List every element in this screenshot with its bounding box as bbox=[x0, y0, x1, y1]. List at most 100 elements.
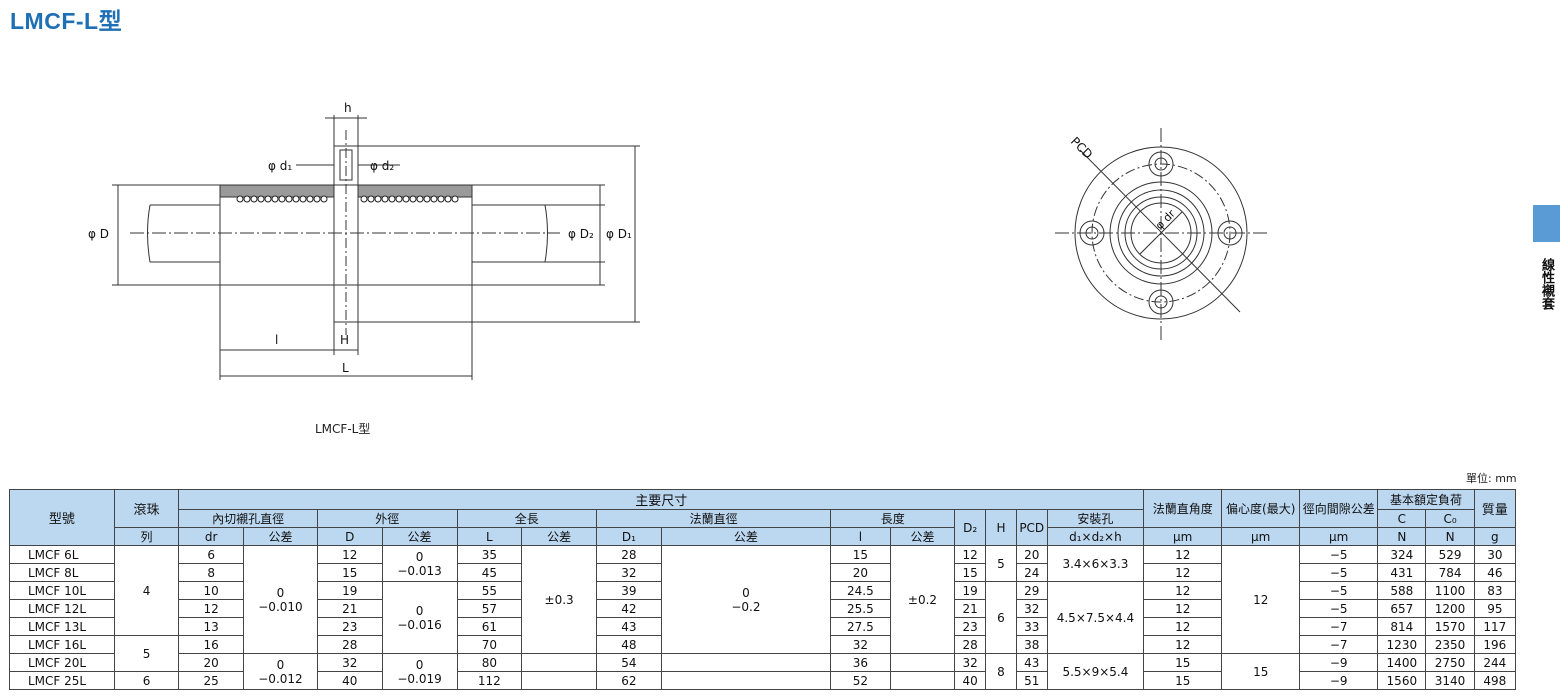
cell-L-tol: ±0.3 bbox=[521, 545, 598, 654]
cell-D2: 32 bbox=[954, 653, 987, 672]
cell-D1-tol bbox=[660, 671, 832, 690]
cell-C: 657 bbox=[1377, 599, 1427, 618]
cell-l: 52 bbox=[830, 671, 891, 690]
cell-model: LMCF 8L bbox=[9, 563, 115, 582]
cell-L: 57 bbox=[456, 599, 523, 618]
cell-mass: 196 bbox=[1473, 635, 1517, 654]
th-outer: 外徑 bbox=[316, 509, 458, 528]
cell-C0: 2350 bbox=[1425, 635, 1475, 654]
cell-mass: 117 bbox=[1473, 617, 1517, 636]
cell-dr: 6 bbox=[178, 545, 245, 564]
cell-perp: 12 bbox=[1143, 599, 1223, 618]
cell-dr: 10 bbox=[178, 581, 245, 600]
cell-clear: −5 bbox=[1299, 563, 1379, 582]
section-tab[interactable] bbox=[1533, 205, 1560, 242]
cell-C0: 529 bbox=[1425, 545, 1475, 564]
cell-perp: 12 bbox=[1143, 635, 1223, 654]
label-l: l bbox=[275, 333, 278, 347]
cell-C0: 784 bbox=[1425, 563, 1475, 582]
cell-D1: 62 bbox=[596, 671, 662, 690]
label-d2: φ d₂ bbox=[370, 159, 394, 173]
cell-C0: 3140 bbox=[1425, 671, 1475, 690]
label-L: L bbox=[342, 361, 349, 375]
cell-PCD: 51 bbox=[1015, 671, 1048, 690]
cell-l-tol bbox=[889, 653, 956, 672]
cell-D-tol: 0−0.019 bbox=[381, 653, 458, 690]
th-model: 型號 bbox=[9, 489, 115, 546]
th-D1-tol: 公差 bbox=[660, 527, 832, 546]
cell-model: LMCF 13L bbox=[9, 617, 115, 636]
label-D2: φ D₂ bbox=[568, 227, 594, 241]
cell-D: 15 bbox=[316, 563, 383, 582]
th-C-unit: N bbox=[1377, 527, 1427, 546]
th-D-tol: 公差 bbox=[381, 527, 458, 546]
cell-perp: 12 bbox=[1143, 617, 1223, 636]
cell-C: 814 bbox=[1377, 617, 1427, 636]
label-d1: φ d₁ bbox=[268, 159, 292, 173]
cell-dr: 25 bbox=[178, 671, 245, 690]
cell-C0: 1570 bbox=[1425, 617, 1475, 636]
cell-l: 36 bbox=[830, 653, 891, 672]
cell-PCD: 32 bbox=[1015, 599, 1048, 618]
cell-C: 324 bbox=[1377, 545, 1427, 564]
th-clear: 徑向間隙公差 bbox=[1299, 489, 1379, 528]
cell-PCD: 43 bbox=[1015, 653, 1048, 672]
cell-D2: 23 bbox=[954, 617, 987, 636]
cell-perp: 12 bbox=[1143, 563, 1223, 582]
cell-l: 20 bbox=[830, 563, 891, 582]
th-dr: dr bbox=[178, 527, 245, 546]
th-main-dims: 主要尺寸 bbox=[178, 489, 1145, 510]
cell-mount: 5.5×9×5.4 bbox=[1046, 653, 1145, 690]
cell-D-tol: 0−0.013 bbox=[381, 545, 458, 582]
cell-PCD: 24 bbox=[1015, 563, 1048, 582]
cell-D1: 48 bbox=[596, 635, 662, 654]
th-clear-unit: μm bbox=[1299, 527, 1379, 546]
th-ecc-unit: μm bbox=[1221, 527, 1301, 546]
th-dr-tol: 公差 bbox=[243, 527, 318, 546]
cell-D2: 28 bbox=[954, 635, 987, 654]
table-row: LMCF 13L 13 23 61 43 27.5 23 33 12 −7 81… bbox=[9, 617, 1517, 636]
cell-D: 12 bbox=[316, 545, 383, 564]
cell-l: 15 bbox=[830, 545, 891, 564]
cell-C: 1560 bbox=[1377, 671, 1427, 690]
cell-L-tol bbox=[521, 653, 598, 672]
cell-l-tol: ±0.2 bbox=[889, 545, 956, 654]
table-row: LMCF 10L 10 19 0−0.016 55 39 24.5 19 6 2… bbox=[9, 581, 1517, 654]
th-bore: 內切襯孔直徑 bbox=[178, 509, 318, 528]
th-C0: C₀ bbox=[1425, 509, 1475, 528]
cell-dr: 20 bbox=[178, 653, 245, 672]
cell-D1: 39 bbox=[596, 581, 662, 600]
cell-D1: 54 bbox=[596, 653, 662, 672]
cell-D: 32 bbox=[316, 653, 383, 672]
cell-model: LMCF 16L bbox=[9, 635, 115, 654]
th-mount-sub: d₁×d₂×h bbox=[1046, 527, 1145, 546]
cell-L: 35 bbox=[456, 545, 523, 564]
table-row: LMCF 25L 6 25 40 112 62 52 40 51 15 −9 1… bbox=[9, 671, 1517, 690]
section-label: 線性襯套 bbox=[1539, 258, 1554, 310]
cell-ecc: 15 bbox=[1221, 653, 1301, 690]
th-L: L bbox=[456, 527, 523, 546]
cell-clear: −9 bbox=[1299, 671, 1379, 690]
cell-dr: 12 bbox=[178, 599, 245, 618]
cell-D: 21 bbox=[316, 599, 383, 618]
th-length: 全長 bbox=[456, 509, 598, 528]
cell-rows: 5 bbox=[113, 635, 180, 672]
cell-C: 1400 bbox=[1377, 653, 1427, 672]
th-D2: D₂ bbox=[954, 509, 987, 546]
table-row: LMCF 20L 20 0−0.012 32 0−0.019 80 54 36 … bbox=[9, 653, 1517, 690]
label-H: H bbox=[340, 333, 349, 347]
cell-L: 70 bbox=[456, 635, 523, 654]
cell-dr: 13 bbox=[178, 617, 245, 636]
cell-clear: −5 bbox=[1299, 599, 1379, 618]
th-ecc: 偏心度(最大) bbox=[1221, 489, 1301, 528]
cell-l: 27.5 bbox=[830, 617, 891, 636]
cell-clear: −5 bbox=[1299, 581, 1379, 600]
cell-rows: 6 bbox=[113, 671, 180, 690]
th-mass: 質量 bbox=[1473, 489, 1517, 528]
label-PCD: PCD bbox=[1068, 134, 1095, 161]
cell-dr-tol: 0−0.010 bbox=[243, 545, 318, 654]
cell-model: LMCF 10L bbox=[9, 581, 115, 600]
cell-clear: −5 bbox=[1299, 545, 1379, 564]
cell-mass: 244 bbox=[1473, 653, 1517, 672]
cell-mass: 30 bbox=[1473, 545, 1517, 564]
